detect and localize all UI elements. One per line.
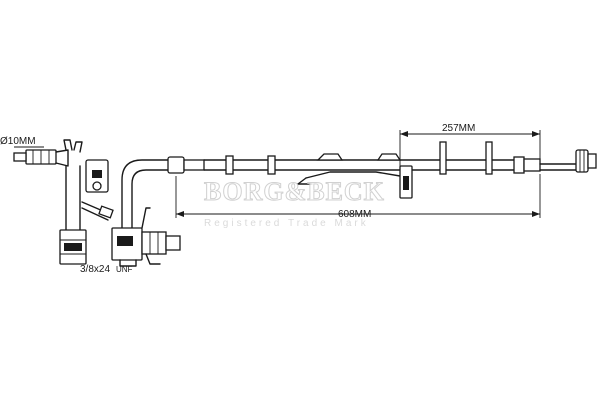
left-end-fitting xyxy=(13,139,114,265)
dimension-608 xyxy=(175,174,541,218)
thread-spec-label: 3/8x24 xyxy=(80,264,110,275)
bend-fitting xyxy=(111,159,181,267)
thread-unit-label: UNF xyxy=(116,265,133,274)
brake-hose xyxy=(167,141,597,199)
dim-608-label: 608MM xyxy=(338,209,371,220)
dim-257-label: 257MM xyxy=(442,123,475,134)
dimension-257 xyxy=(399,130,541,170)
watermark-brand: BORG&BECK xyxy=(204,177,385,206)
watermark-tagline: Registered Trade Mark xyxy=(204,218,369,229)
brand-watermark: BORG&BECK Registered Trade Mark xyxy=(204,177,385,230)
fitting-diameter-label: Ø10MM xyxy=(0,136,36,147)
